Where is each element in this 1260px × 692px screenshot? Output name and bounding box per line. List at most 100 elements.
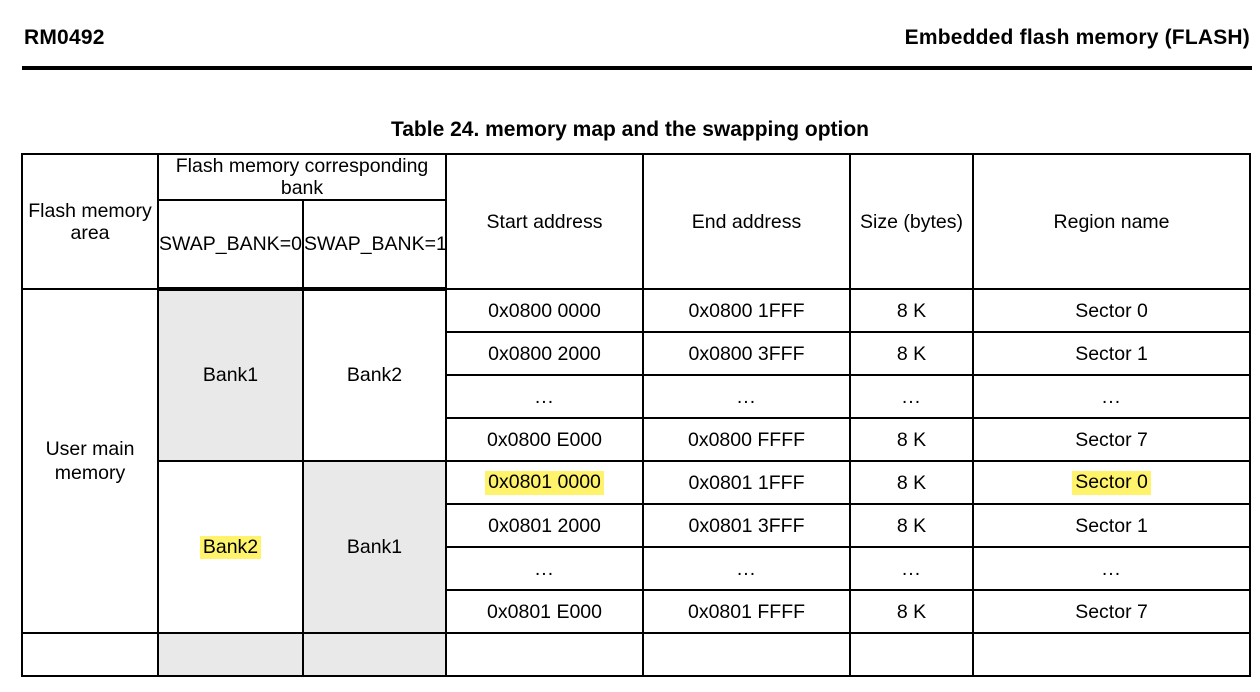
- col-header-start-address: Start address: [445, 152, 645, 291]
- cell-start-address: ...: [445, 374, 645, 420]
- end-address-value: 0x0801 3FFF: [688, 514, 805, 537]
- table-row: ... ... ... ...: [22, 546, 1252, 592]
- table-row: ... ... ... ...: [22, 374, 1252, 420]
- size-value: 8 K: [896, 299, 927, 322]
- cell-start-address: 0x0800 2000: [445, 331, 645, 377]
- bank-label: Bank1: [202, 364, 259, 387]
- start-address-value: ...: [534, 385, 555, 408]
- start-address-value: 0x0800 0000: [488, 299, 601, 322]
- table-row: User main memory Bank1 Bank2 0x0800 0000…: [21, 288, 1252, 635]
- cell-start-address: 0x0800 0000: [445, 288, 645, 334]
- cell-region-name: ...: [972, 374, 1252, 420]
- end-address-value: 0x0800 FFFF: [687, 428, 806, 451]
- table-row: 0x0800 E000 0x0800 FFFF 8 K Sector 7: [22, 417, 1252, 463]
- cell-end-address: ...: [642, 374, 852, 420]
- end-address-value: ...: [736, 385, 757, 408]
- cell-size: 8 K: [849, 331, 975, 377]
- col-header-flash-memory-corresponding-bank: Flash memory corresponding bank: [156, 152, 448, 202]
- bank-label: Bank2: [346, 364, 403, 387]
- cell-flash-memory-area-next: [21, 632, 159, 678]
- cell-size: 8 K: [849, 417, 975, 463]
- col-header-flash-memory-area: Flash memory area: [21, 152, 159, 291]
- start-address-value-highlighted: 0x0801 0000: [485, 471, 604, 495]
- cell-start-address: 0x0801 2000: [445, 503, 645, 549]
- table-header-row-2: SWAP_BANK=0 SWAP_BANK=1: [22, 199, 1250, 292]
- memory-map-table-wrapper: Flash memory area Flash memory correspon…: [21, 152, 1252, 678]
- region-name-value: Sector 7: [1075, 428, 1148, 451]
- region-name-value: Sector 1: [1075, 514, 1148, 537]
- cell-end-address: 0x0801 FFFF: [642, 589, 852, 635]
- end-address-value: 0x0800 1FFF: [688, 299, 805, 322]
- cell-size: ...: [849, 546, 975, 592]
- start-address-value: ...: [534, 557, 555, 580]
- cell-region-name: ...: [972, 546, 1252, 592]
- cell-start-address: 0x0800 E000: [445, 417, 645, 463]
- cell-size: 8 K: [849, 288, 975, 334]
- table-header-row-1: Flash memory area Flash memory correspon…: [21, 152, 1252, 291]
- col-header-region-name: Region name: [972, 152, 1252, 291]
- cell-end-address: 0x0801 1FFF: [642, 460, 852, 506]
- cell-region-name: Sector 1: [972, 331, 1252, 377]
- cell-size-next: [849, 632, 975, 678]
- cell-region-name: Sector 0: [972, 460, 1252, 506]
- region-name-value: Sector 0: [1075, 299, 1148, 322]
- col-header-size-bytes: Size (bytes): [849, 152, 975, 291]
- table-row: Bank2 Bank1 0x0801 0000 0x0801 1FFF 8 K …: [22, 460, 1252, 635]
- start-address-value: 0x0801 E000: [487, 600, 602, 623]
- region-name-value: Sector 7: [1075, 600, 1148, 623]
- cell-end-address: 0x0800 1FFF: [642, 288, 852, 334]
- header-rule: [22, 66, 1252, 70]
- cell-swap1-bank-group-0: Bank2: [301, 288, 448, 463]
- col-header-end-address: End address: [642, 152, 852, 291]
- document-id: RM0492: [24, 26, 105, 49]
- cell-size: 8 K: [849, 460, 975, 506]
- size-value: 8 K: [896, 471, 927, 494]
- cell-swap0-bank-group-0: Bank1: [157, 288, 304, 463]
- table-head: Flash memory area Flash memory correspon…: [21, 152, 1252, 292]
- start-address-value: 0x0801 2000: [488, 514, 601, 537]
- cell-start-address: 0x0801 0000: [445, 460, 645, 506]
- cell-size: 8 K: [849, 589, 975, 635]
- cell-size: 8 K: [849, 503, 975, 549]
- col-header-swap-bank-0: SWAP_BANK=0: [157, 199, 304, 292]
- size-value: 8 K: [896, 600, 927, 623]
- cell-size: ...: [849, 374, 975, 420]
- cell-end-address: 0x0800 3FFF: [642, 331, 852, 377]
- end-address-value: 0x0801 FFFF: [687, 600, 806, 623]
- end-address-value: 0x0800 3FFF: [688, 342, 805, 365]
- col-header-swap-bank-1: SWAP_BANK=1: [301, 199, 448, 292]
- cell-swap0-bank-group-1: Bank2: [157, 460, 304, 635]
- cell-region-name: Sector 0: [972, 288, 1252, 334]
- start-address-value: 0x0800 E000: [487, 428, 602, 451]
- region-name-value: ...: [1101, 557, 1122, 580]
- cell-end-address-next: [642, 632, 852, 678]
- start-address-value: 0x0800 2000: [488, 342, 601, 365]
- cell-region-name: Sector 1: [972, 503, 1252, 549]
- chapter-title: Embedded flash memory (FLASH): [904, 26, 1250, 49]
- size-value: ...: [901, 557, 922, 580]
- cell-swap1-bank-group-1: Bank1: [301, 460, 448, 635]
- table-row: 0x0800 2000 0x0800 3FFF 8 K Sector 1: [22, 331, 1252, 377]
- region-name-value: Sector 1: [1075, 342, 1148, 365]
- size-value: 8 K: [896, 428, 927, 451]
- cell-start-address: ...: [445, 546, 645, 592]
- cell-start-address: 0x0801 E000: [445, 589, 645, 635]
- cell-end-address: 0x0800 FFFF: [642, 417, 852, 463]
- size-value: 8 K: [896, 342, 927, 365]
- bank-label-highlighted: Bank2: [199, 535, 262, 560]
- cell-region-name: Sector 7: [972, 589, 1252, 635]
- table-body: User main memory Bank1 Bank2 0x0800 0000…: [21, 288, 1252, 678]
- table-row-partial-clipped: [21, 632, 1252, 678]
- size-value: 8 K: [896, 514, 927, 537]
- table-caption: Table 24. memory map and the swapping op…: [390, 118, 870, 141]
- cell-region-name-next: [972, 632, 1252, 678]
- bank-label: Bank1: [346, 535, 403, 558]
- region-name-value-highlighted: Sector 0: [1072, 471, 1151, 495]
- table-row: 0x0801 E000 0x0801 FFFF 8 K Sector 7: [22, 589, 1252, 635]
- cell-end-address: ...: [642, 546, 852, 592]
- end-address-value: ...: [736, 557, 757, 580]
- end-address-value: 0x0801 1FFF: [688, 471, 805, 494]
- cell-start-address-next: [445, 632, 645, 678]
- cell-swap0-bank-next: [157, 632, 304, 678]
- cell-flash-memory-area: User main memory: [21, 288, 159, 635]
